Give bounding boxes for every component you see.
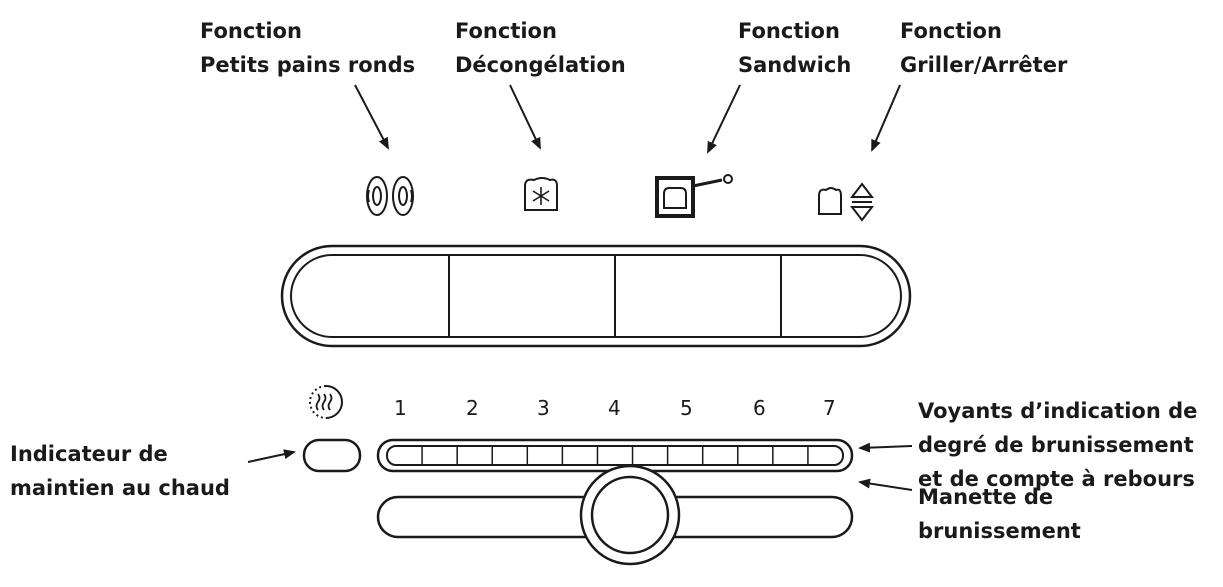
sandwich-button[interactable]	[615, 255, 781, 337]
label-shade-lever: Manette de brunissement	[918, 480, 1081, 548]
shade-lever-knob[interactable]	[581, 466, 679, 564]
label-shade-lights-line3: et de compte à rebours	[918, 467, 1195, 491]
keep-warm-indicator-light	[302, 438, 362, 473]
arrow-defrost	[509, 84, 541, 150]
arrow-toast-stop	[871, 84, 901, 152]
label-defrost-function: Fonction Décongélation	[455, 14, 626, 82]
label-toast-stop-line2: Griller/Arrêter	[900, 53, 1068, 77]
label-keep-warm-indicator: Indicateur de maintien au chaud	[10, 437, 230, 505]
sandwich-icon	[655, 174, 733, 218]
label-toast-stop-function: Fonction Griller/Arrêter	[900, 14, 1067, 82]
label-rounds-line1: Fonction	[200, 19, 302, 43]
shade-level-number: 7	[823, 396, 836, 420]
arrow-keep-warm	[247, 449, 296, 463]
toast-up-down-icon	[818, 182, 875, 222]
label-shade-lever-line1: Manette de	[918, 485, 1054, 509]
keep-warm-icon	[309, 385, 343, 419]
function-button-bar	[280, 244, 912, 348]
label-defrost-line1: Fonction	[455, 19, 557, 43]
shade-level-light-bar	[376, 438, 854, 473]
arrow-rounds	[354, 84, 389, 150]
label-shade-lights-line2: degré de brunissement	[918, 433, 1194, 457]
label-sandwich-line1: Fonction	[738, 19, 840, 43]
defrost-snowflake-icon	[524, 177, 558, 211]
label-keep-warm-line2: maintien au chaud	[10, 476, 230, 500]
shade-level-number: 1	[394, 396, 407, 420]
toast-stop-button[interactable]	[781, 255, 901, 337]
label-defrost-line2: Décongélation	[455, 53, 626, 77]
arrow-shade-lights	[858, 442, 913, 453]
shade-level-number: 4	[608, 396, 621, 420]
label-shade-lights-line1: Voyants d’indication de	[918, 399, 1198, 423]
label-shade-lights: Voyants d’indication de degré de bruniss…	[918, 394, 1197, 496]
label-rounds-function: Fonction Petits pains ronds	[200, 14, 415, 82]
label-shade-lever-line2: brunissement	[918, 519, 1081, 543]
shade-level-number: 5	[680, 396, 693, 420]
label-toast-stop-line1: Fonction	[900, 19, 1002, 43]
label-keep-warm-line1: Indicateur de	[10, 442, 168, 466]
label-sandwich-line2: Sandwich	[738, 53, 852, 77]
rounds-button[interactable]	[291, 255, 449, 337]
label-rounds-line2: Petits pains ronds	[200, 53, 416, 77]
defrost-button[interactable]	[449, 255, 615, 337]
arrow-sandwich	[707, 84, 741, 154]
shade-level-number: 6	[753, 396, 766, 420]
bagel-rounds-icon	[366, 176, 414, 216]
shade-level-number: 3	[537, 396, 550, 420]
arrow-shade-lever	[858, 478, 913, 491]
shade-level-number: 2	[466, 396, 479, 420]
shade-lever	[376, 464, 854, 566]
label-sandwich-function: Fonction Sandwich	[738, 14, 851, 82]
